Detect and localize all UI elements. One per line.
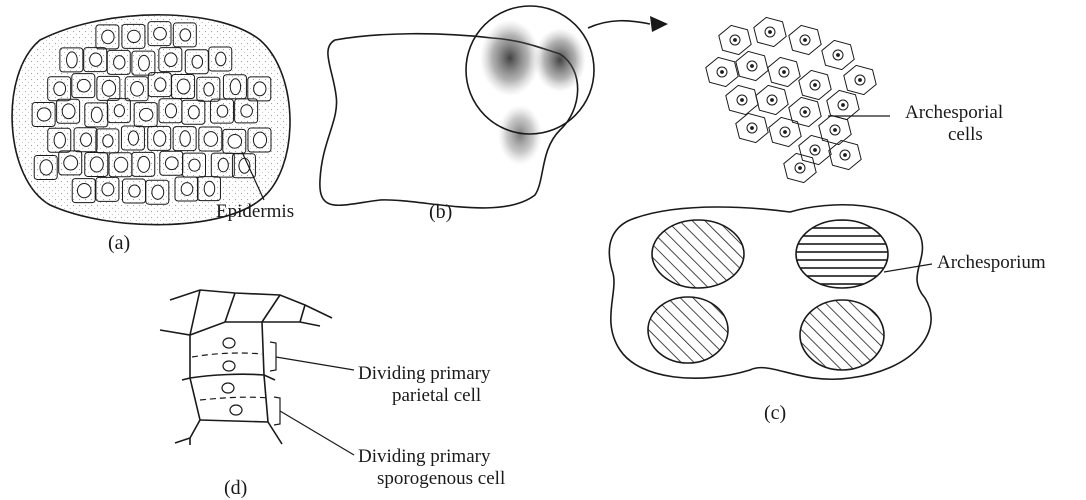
a-cell-nucleus [102,30,114,44]
archesporial-nucleus [784,131,787,134]
magnify-arrow [588,21,650,28]
a-cell-nucleus [204,83,214,96]
panel-b-label: (b) [429,201,452,223]
a-cell-nucleus [102,80,115,96]
panel-d-label: (d) [224,477,247,499]
a-cell-nucleus [228,135,242,149]
a-cell-nucleus [154,131,166,147]
a-cell-nucleus [138,55,149,71]
sporogenous-label-line1: Dividing primary [358,446,491,467]
a-cell-nucleus [90,157,103,172]
a-cell-nucleus [103,135,113,147]
magnify-arrowhead [650,16,668,32]
archesporial-nucleus [751,127,754,130]
a-cell-nucleus [152,185,164,199]
a-cell-nucleus [139,108,152,121]
a-cell-nucleus [128,131,138,145]
archesporial-nucleus [837,54,840,57]
a-cell-nucleus [204,181,215,196]
a-cell-nucleus [165,53,177,67]
a-cell-nucleus [165,157,178,170]
a-cell-nucleus [188,106,199,119]
archesporial-nucleus [771,99,774,102]
archesporial-nucleus [741,99,744,102]
a-cell-nucleus [218,158,228,172]
parietal-leader-line [276,357,354,370]
a-cell-nucleus [54,82,66,96]
archesporial-nucleus [814,84,817,87]
a-cell-nucleus [230,79,240,95]
a-cell-nucleus [204,132,218,147]
sporogenous-leader-line [280,411,354,455]
a-cell-nucleus [241,105,253,117]
a-cell-nucleus [253,132,266,148]
a-cell-nucleus [128,30,141,42]
archesporial-nucleus [834,129,837,132]
archesporial-nucleus [783,71,786,74]
archesporial-nucleus [804,39,807,42]
a-cell-nucleus [165,104,176,118]
a-cell-nucleus [180,131,190,147]
a-cell-nucleus [114,157,128,172]
archesporial-nucleus [814,149,817,152]
a-cell-nucleus [154,27,167,40]
panel-c-label: (c) [764,402,786,424]
a-cell-nucleus [81,133,92,146]
a-cell-nucleus [102,183,114,196]
a-cell-nucleus [180,29,191,41]
panel-a-label: (a) [108,232,130,254]
a-cell-nucleus [90,53,102,66]
a-cell-nucleus [64,156,78,170]
archesporial-label-line2: cells [948,124,983,145]
a-cell-nucleus [40,160,53,175]
archesporial-nucleus [804,111,807,114]
epidermis-label: Epidermis [216,201,294,222]
a-cell-nucleus [131,82,144,97]
archesporium-lower-left [648,297,728,363]
panel-c-four-lobed-anther: Archesporium (c) [609,205,1046,424]
a-cell-nucleus [216,52,226,66]
a-cell-nucleus [62,104,75,119]
archesporial-nucleus [751,65,754,68]
archesporial-label-line1: Archesporial [905,102,1003,123]
archesporial-nucleus [842,104,845,107]
archesporium-upper-right [796,220,888,288]
a-cell-nucleus [37,108,51,121]
a-cell-nucleus [77,79,90,92]
a-cell-nucleus [91,107,102,122]
panel-d-dividing-cells: (d) [160,290,354,499]
parietal-label-line1: Dividing primary [358,363,491,384]
archesporial-nucleus [859,79,862,82]
a-cell-nucleus [189,159,200,171]
panel-b-anther-outline: (b) [320,6,668,223]
a-cell-nucleus [67,52,78,68]
a-cell-nucleus [181,183,193,196]
archesporial-cells-detail: Archesporial cells [706,17,1003,182]
archesporium-lower-right [800,300,884,370]
archesporial-nucleus [799,167,802,170]
a-cell-nucleus [54,132,65,148]
a-cell-nucleus [138,156,150,172]
a-cell-nucleus [129,185,140,197]
archesporium-upper-left [652,220,744,288]
archesporial-nucleus [769,31,772,34]
a-cell-nucleus [114,105,124,117]
archesporial-nucleus [734,39,737,42]
a-cell-nucleus [217,105,228,117]
a-cell-nucleus [254,82,266,96]
a-cell-nucleus [77,183,91,197]
a-cell-nucleus [114,56,125,69]
archesporial-nucleus [844,154,847,157]
a-cell-nucleus [155,78,166,91]
archesporium-label: Archesporium [937,252,1046,273]
archesporial-nucleus [721,71,724,74]
a-cell-nucleus [192,55,203,68]
a-cell-nucleus [177,79,190,94]
sporogenous-label-line2: sporogenous cell [377,468,505,489]
parietal-label-line2: parietal cell [392,385,481,406]
archesporium-leader-line [884,264,932,272]
